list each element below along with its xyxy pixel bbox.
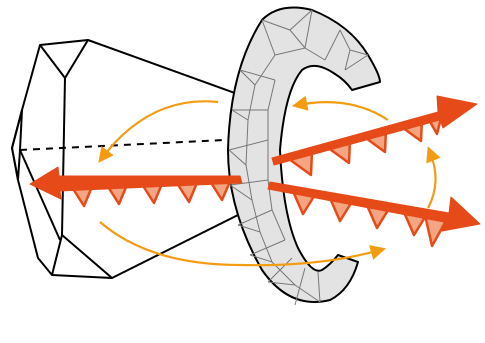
outgoing-arrow-lower-right	[268, 182, 480, 246]
outgoing-arrow-upper-right	[272, 96, 477, 175]
rotation-arrow-right	[428, 152, 436, 208]
rotation-arrow-top-right	[298, 102, 388, 120]
